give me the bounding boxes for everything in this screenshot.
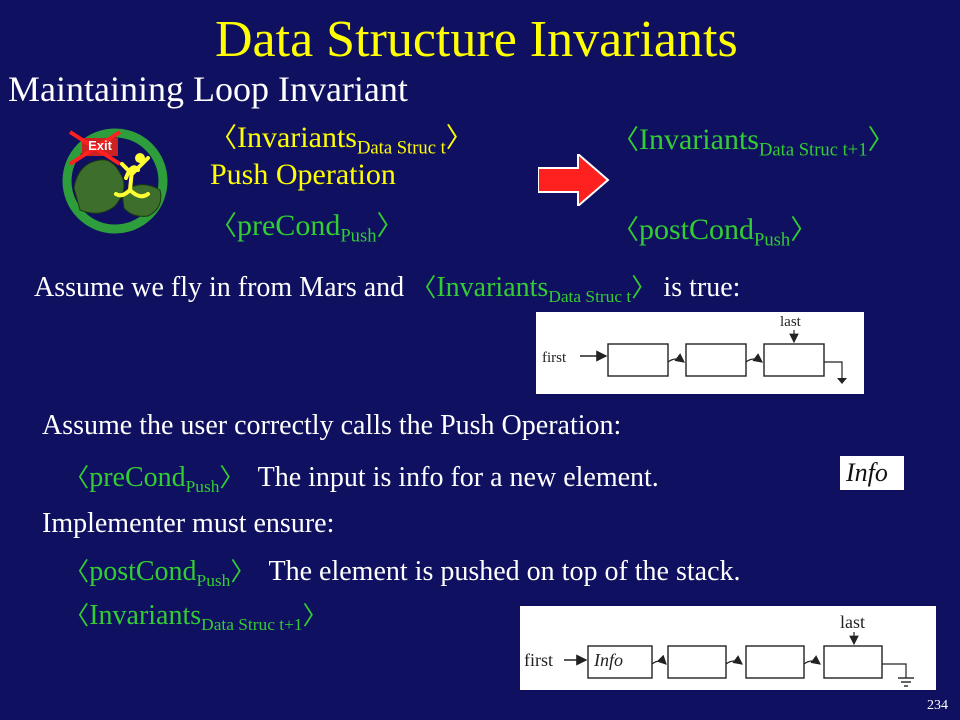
postcond-text: The element is pushed on top of the stac… [268, 556, 741, 587]
slide-number: 234 [927, 698, 948, 713]
is-true-text: is true: [663, 272, 741, 303]
user-calls-line: Assume the user correctly calls the Push… [42, 410, 622, 441]
invariants-t-left: 〈InvariantsData Struc t〉 [210, 116, 473, 157]
close-bracket: 〉 [230, 557, 256, 586]
invariants-t1-line: 〈InvariantsData Struc t+1〉 [64, 596, 328, 635]
precond-push-left: 〈preCondPush〉 [210, 204, 404, 245]
invariants-subscript: Data Struc t+1 [758, 139, 868, 161]
precond-label: preCond [237, 209, 341, 242]
invariants-subscript: Data Struc t [548, 287, 632, 307]
invariants-label: Invariants [436, 272, 549, 303]
precond-subscript: Push [340, 225, 377, 247]
info-node-label: Info [594, 650, 623, 670]
implementer-line: Implementer must ensure: [42, 508, 335, 539]
close-bracket: 〉 [631, 273, 657, 302]
invariants-subscript: Data Struc t+1 [201, 615, 303, 635]
close-bracket: 〉 [376, 211, 404, 242]
open-bracket: 〈 [64, 601, 90, 630]
open-bracket: 〈 [64, 463, 90, 492]
precond-line: 〈preCondPush〉 The input is info for a ne… [64, 458, 659, 497]
close-bracket: 〉 [790, 215, 818, 246]
invariants-label: Invariants [639, 123, 759, 156]
close-bracket: 〉 [219, 463, 245, 492]
invariants-t1-right: 〈InvariantsData Struc t+1〉 [612, 118, 895, 159]
postcond-push-right: 〈postCondPush〉 [612, 208, 818, 249]
close-bracket: 〉 [867, 125, 895, 156]
invariants-label: Invariants [237, 121, 357, 154]
last-label: last [780, 314, 801, 330]
linked-list-diagram-before: first last [536, 312, 864, 394]
close-bracket: 〉 [302, 601, 328, 630]
precond-label: preCond [89, 462, 186, 493]
info-box: Info [840, 456, 904, 490]
open-bracket: 〈 [612, 215, 639, 246]
info-box-text: Info [846, 458, 888, 487]
precond-text: The input is info for a new element. [257, 462, 659, 493]
postcond-subscript: Push [754, 229, 791, 251]
assume-text: Assume we fly in from Mars and [34, 272, 405, 303]
postcond-label: postCond [89, 556, 197, 587]
assume-mars-line: Assume we fly in from Mars and 〈Invarian… [34, 268, 741, 307]
postcond-subscript: Push [196, 571, 231, 591]
right-arrow-icon [537, 151, 610, 211]
invariants-subscript: Data Struc t [356, 137, 446, 159]
open-bracket: 〈 [411, 273, 437, 302]
exit-character-icon: Exit [60, 118, 176, 234]
postcond-label: postCond [639, 213, 755, 246]
invariants-label: Invariants [89, 600, 202, 631]
postcond-line: 〈postCondPush〉 The element is pushed on … [64, 552, 741, 591]
last-label: last [840, 612, 865, 632]
close-bracket: 〉 [445, 123, 473, 154]
slide-subtitle: Maintaining Loop Invariant [8, 69, 408, 109]
first-label: first [542, 350, 567, 366]
open-bracket: 〈 [64, 557, 90, 586]
open-bracket: 〈 [612, 125, 639, 156]
open-bracket: 〈 [210, 211, 237, 242]
linked-list-diagram-after: first Info last [520, 606, 936, 690]
slide-title: Data Structure Invariants [215, 11, 738, 68]
precond-subscript: Push [185, 477, 220, 497]
open-bracket: 〈 [210, 123, 237, 154]
exit-sign-text: Exit [88, 138, 112, 153]
push-operation-label: Push Operation [210, 158, 396, 191]
first-label: first [524, 650, 553, 670]
